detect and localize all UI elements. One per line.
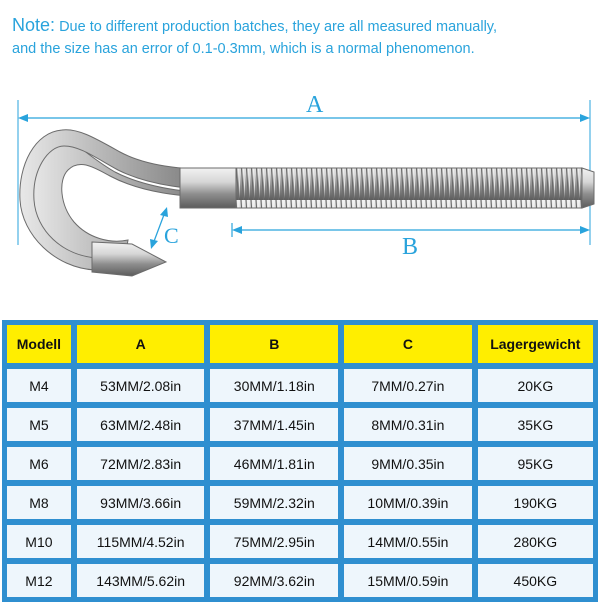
cell-b: 30MM/1.18in bbox=[209, 368, 340, 403]
cell-c: 10MM/0.39in bbox=[343, 485, 473, 520]
cell-modell: M12 bbox=[6, 563, 72, 598]
header-a: A bbox=[75, 324, 206, 364]
header-modell: Modell bbox=[6, 324, 72, 364]
dimension-b-label: B bbox=[402, 234, 418, 260]
cell-a: 63MM/2.48in bbox=[75, 407, 206, 442]
cell-c: 15MM/0.59in bbox=[343, 563, 473, 598]
size-spec-table: Modell A B C Lagergewicht M4 53MM/2.08in… bbox=[2, 320, 598, 602]
cell-lagergewicht: 95KG bbox=[476, 446, 594, 481]
cell-a: 115MM/4.52in bbox=[75, 524, 206, 559]
cell-c: 14MM/0.55in bbox=[343, 524, 473, 559]
cell-b: 59MM/2.32in bbox=[209, 485, 340, 520]
cell-lagergewicht: 280KG bbox=[476, 524, 594, 559]
table-header-row: Modell A B C Lagergewicht bbox=[6, 324, 594, 364]
cell-a: 93MM/3.66in bbox=[75, 485, 206, 520]
header-b: B bbox=[209, 324, 340, 364]
cell-modell: M10 bbox=[6, 524, 72, 559]
cell-b: 92MM/3.62in bbox=[209, 563, 340, 598]
cell-modell: M6 bbox=[6, 446, 72, 481]
cell-b: 46MM/1.81in bbox=[209, 446, 340, 481]
production-note: Note: Due to different production batche… bbox=[12, 14, 592, 60]
cell-lagergewicht: 190KG bbox=[476, 485, 594, 520]
cell-lagergewicht: 35KG bbox=[476, 407, 594, 442]
cell-modell: M4 bbox=[6, 368, 72, 403]
cell-c: 8MM/0.31in bbox=[343, 407, 473, 442]
table-row: M4 53MM/2.08in 30MM/1.18in 7MM/0.27in 20… bbox=[6, 368, 594, 403]
cell-lagergewicht: 20KG bbox=[476, 368, 594, 403]
cell-b: 37MM/1.45in bbox=[209, 407, 340, 442]
cell-c: 9MM/0.35in bbox=[343, 446, 473, 481]
table-row: M12 143MM/5.62in 92MM/3.62in 15MM/0.59in… bbox=[6, 563, 594, 598]
dimension-b-arrow bbox=[231, 223, 590, 237]
header-lagergewicht: Lagergewicht bbox=[476, 324, 594, 364]
hook-bolt-image bbox=[19, 129, 595, 277]
cell-c: 7MM/0.27in bbox=[343, 368, 473, 403]
table-row: M5 63MM/2.48in 37MM/1.45in 8MM/0.31in 35… bbox=[6, 407, 594, 442]
note-line-2: and the size has an error of 0.1-0.3mm, … bbox=[12, 41, 475, 57]
cell-a: 72MM/2.83in bbox=[75, 446, 206, 481]
dimension-a-label: A bbox=[306, 92, 324, 118]
cell-modell: M5 bbox=[6, 407, 72, 442]
cell-modell: M8 bbox=[6, 485, 72, 520]
note-heading: Note: bbox=[12, 15, 56, 35]
note-line-1: Note: Due to different production batche… bbox=[12, 15, 498, 35]
dimension-c-label: C bbox=[164, 223, 179, 248]
cell-b: 75MM/2.95in bbox=[209, 524, 340, 559]
header-c: C bbox=[343, 324, 473, 364]
dimension-c-arrow bbox=[150, 207, 168, 249]
table-row: M8 93MM/3.66in 59MM/2.32in 10MM/0.39in 1… bbox=[6, 485, 594, 520]
cell-lagergewicht: 450KG bbox=[476, 563, 594, 598]
hook-bolt-diagram: A B C bbox=[17, 92, 595, 277]
cell-a: 143MM/5.62in bbox=[75, 563, 206, 598]
table-row: M10 115MM/4.52in 75MM/2.95in 14MM/0.55in… bbox=[6, 524, 594, 559]
dimension-a-arrow bbox=[18, 114, 590, 122]
table-row: M6 72MM/2.83in 46MM/1.81in 9MM/0.35in 95… bbox=[6, 446, 594, 481]
cell-a: 53MM/2.08in bbox=[75, 368, 206, 403]
